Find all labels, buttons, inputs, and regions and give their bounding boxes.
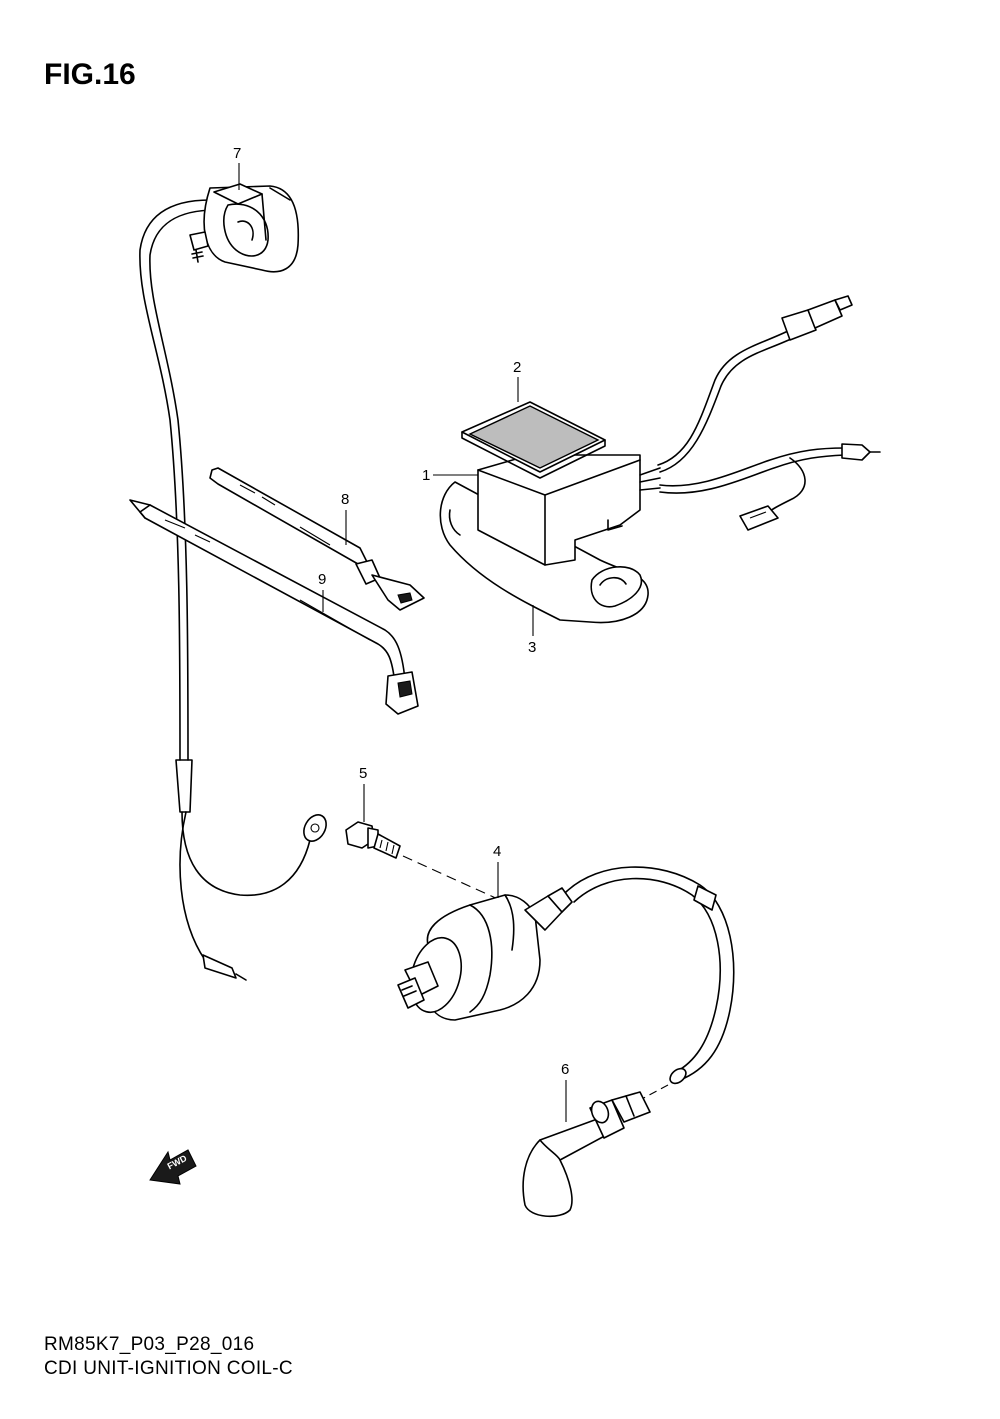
clamp-band-part-9 bbox=[129, 499, 419, 715]
callout-1: 1 bbox=[422, 467, 478, 484]
callout-4: 4 bbox=[493, 843, 501, 898]
callout-number-6: 6 bbox=[561, 1061, 569, 1078]
callout-3: 3 bbox=[528, 605, 536, 656]
callout-number-7: 7 bbox=[233, 145, 241, 162]
callout-7: 7 bbox=[233, 145, 241, 190]
forward-arrow-icon: FWD bbox=[149, 1149, 197, 1185]
diagram-code: RM85K7_P03_P28_016 bbox=[44, 1334, 255, 1355]
callout-number-5: 5 bbox=[359, 765, 367, 782]
bolt-part-5 bbox=[345, 821, 501, 901]
callout-8: 8 bbox=[341, 491, 349, 545]
cdi-wire-harness bbox=[657, 295, 881, 531]
cdi-cushion-part-2 bbox=[461, 401, 606, 479]
diagram-name: CDI UNIT-IGNITION COIL-C bbox=[44, 1358, 293, 1379]
callout-5: 5 bbox=[359, 765, 367, 822]
band-part-8 bbox=[209, 467, 425, 611]
callout-number-9: 9 bbox=[318, 571, 326, 588]
callout-number-8: 8 bbox=[341, 491, 349, 508]
figure-title: FIG.16 bbox=[44, 58, 136, 91]
callout-number-2: 2 bbox=[513, 359, 521, 376]
callout-2: 2 bbox=[513, 359, 521, 402]
callout-number-1: 1 bbox=[422, 467, 430, 484]
magneto-pickup-assembly bbox=[139, 183, 327, 981]
callout-9: 9 bbox=[318, 571, 326, 612]
callout-number-3: 3 bbox=[528, 639, 536, 656]
callout-number-4: 4 bbox=[493, 843, 501, 860]
callout-6: 6 bbox=[561, 1061, 569, 1122]
spark-plug-cap-part-6 bbox=[522, 1091, 651, 1218]
ignition-coil-part-4 bbox=[397, 866, 735, 1101]
